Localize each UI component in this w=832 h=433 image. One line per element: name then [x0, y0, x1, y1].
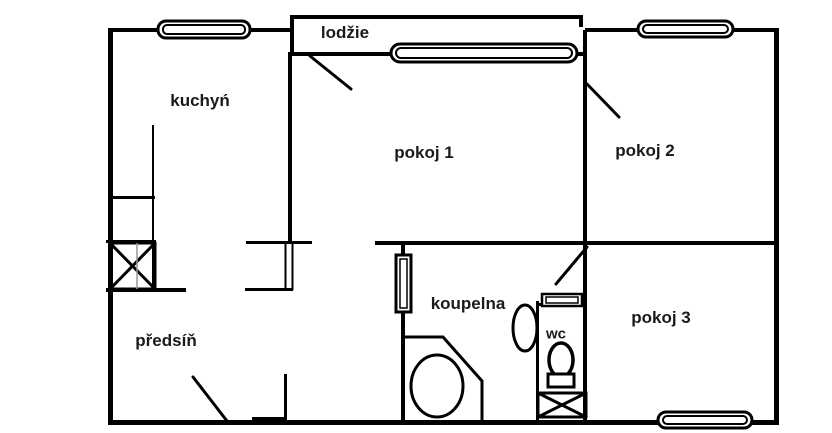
shaft-x-box-wc: [536, 391, 588, 419]
wc-door-swing: [554, 245, 589, 286]
toilet-icon: [546, 341, 576, 389]
label-wc: wc: [545, 325, 567, 343]
kitchen-window: [156, 19, 252, 40]
koupelna-wall-window: [394, 253, 413, 314]
closet-line: [152, 125, 154, 290]
closet-divider: [110, 196, 155, 199]
hall-wall-segment: [246, 241, 312, 244]
windows: [156, 19, 754, 430]
loggia-right-tick: [579, 15, 583, 27]
pokoj2-door-swing: [585, 82, 621, 119]
label-room-2: pokoj 2: [615, 141, 675, 160]
koupelna-left-wall: [401, 241, 405, 423]
entry-wall-stub: [284, 374, 287, 422]
label-loggia: lodžie: [320, 23, 370, 42]
pokoj1-window: [389, 42, 579, 64]
wall-pokoj1-pokoj2: [583, 30, 587, 244]
bottom-wall: [108, 420, 779, 425]
right-wall: [774, 28, 779, 425]
loggia-door-swing: [308, 54, 353, 91]
pokoj2-window: [636, 19, 735, 39]
inner-walls: [106, 30, 779, 423]
door-swings: [191, 54, 621, 423]
wall-wc-pokoj3: [583, 241, 587, 423]
entrance-door-swing: [191, 375, 229, 423]
shaft-x-box-hall: [108, 241, 157, 291]
entry-threshold: [252, 417, 286, 420]
label-kitchen: kuchyń: [170, 91, 230, 110]
loggia-top-wall: [290, 15, 583, 19]
label-hallway: předsíň: [135, 331, 197, 350]
label-room-1: pokoj 1: [394, 143, 454, 162]
wall-pokoj2-pokoj3: [583, 241, 779, 245]
wc-wall-window: [540, 292, 584, 308]
wc-left-wall: [536, 301, 539, 422]
kitchen-doorway-sill: [245, 288, 293, 291]
label-room-3: pokoj 3: [631, 308, 691, 327]
label-bathroom: koupelna: [430, 294, 506, 313]
sink-icon: [511, 303, 539, 353]
pokoj3-window: [656, 410, 754, 430]
koupelna-top-wall: [375, 241, 587, 245]
loggia-left-wall: [290, 15, 294, 56]
left-wall: [108, 28, 113, 425]
bathtub-icon: [403, 335, 484, 420]
kitchen-door-frame: [284, 242, 294, 290]
wall-kitchen-pokoj1: [288, 52, 292, 244]
